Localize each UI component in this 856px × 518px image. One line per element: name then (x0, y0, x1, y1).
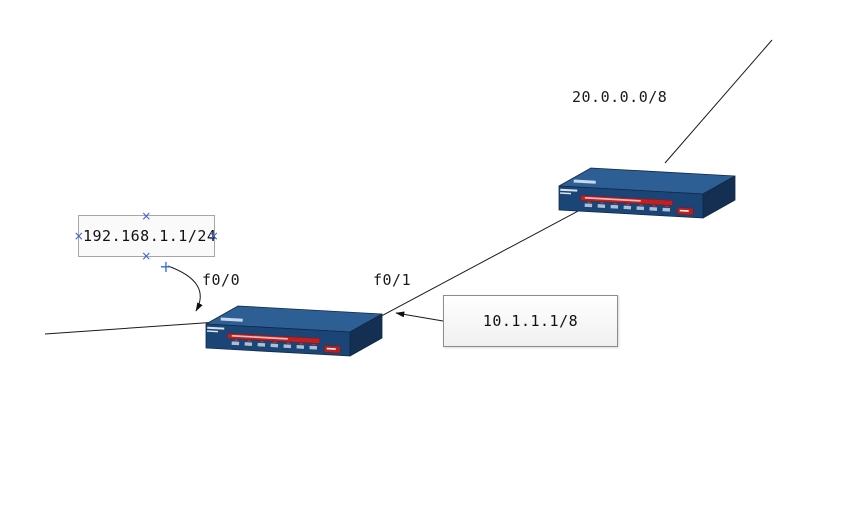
selection-handle-bottom[interactable]: × (141, 249, 152, 263)
lan-ip-textbox[interactable]: 192.168.1.1/24 × × × × (74, 210, 219, 262)
link-line-lan[interactable] (44, 320, 233, 335)
f0-0-leader-arrow[interactable] (167, 265, 203, 312)
right-router-icon[interactable] (558, 167, 736, 219)
left-router-icon[interactable] (205, 305, 383, 357)
wan-ip-textbox[interactable]: 10.1.1.1/8 (443, 295, 618, 347)
selection-handle-top[interactable]: × (141, 209, 152, 223)
wan-ip-text: 10.1.1.1/8 (482, 312, 579, 330)
selection-handle-right[interactable]: × (208, 229, 220, 243)
interface-label-f0-0[interactable]: f0/0 (202, 271, 241, 289)
lan-ip-text: 192.168.1.1/24 (83, 227, 217, 245)
move-cursor-plus[interactable]: + (159, 257, 173, 276)
network-label[interactable]: 20.0.0.0/8 (572, 88, 668, 106)
wan-ip-leader-arrow[interactable] (395, 311, 444, 322)
selection-handle-left[interactable]: × (73, 229, 85, 243)
link-line-uplink[interactable] (664, 39, 773, 164)
interface-label-f0-1[interactable]: f0/1 (373, 271, 412, 289)
